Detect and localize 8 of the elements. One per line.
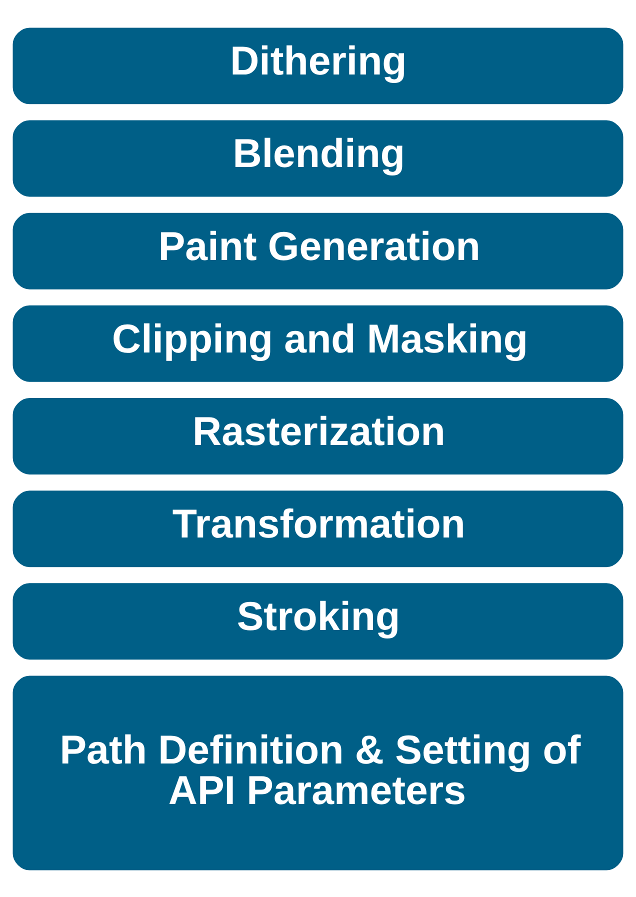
node-box: Dithering	[12, 27, 624, 104]
node-box: Paint Generation	[12, 212, 624, 289]
node-box: Clipping and Masking	[12, 304, 624, 382]
node-box: Path Definition & Setting of API Parameters	[12, 675, 624, 870]
node-box: Stroking	[12, 582, 624, 660]
node-box: Transformation	[12, 490, 624, 567]
node-box: Rasterization	[12, 398, 624, 474]
node-box: Blending	[12, 120, 624, 196]
